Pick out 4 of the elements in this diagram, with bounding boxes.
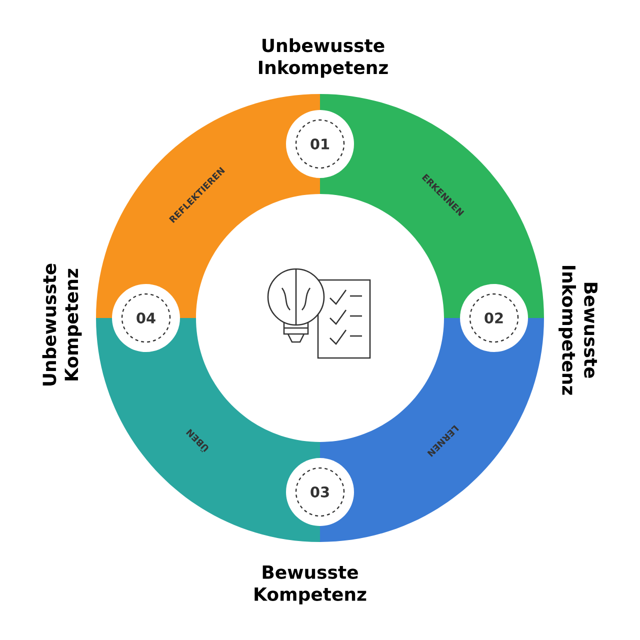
stage-label: Unbewusste Inkompetenz xyxy=(259,38,388,78)
stage-label: Unbewusste Kompetenz xyxy=(42,264,82,386)
stage-label: Bewusste Inkompetenz xyxy=(558,266,598,395)
stage-label: Bewusste Kompetenz xyxy=(254,566,366,604)
